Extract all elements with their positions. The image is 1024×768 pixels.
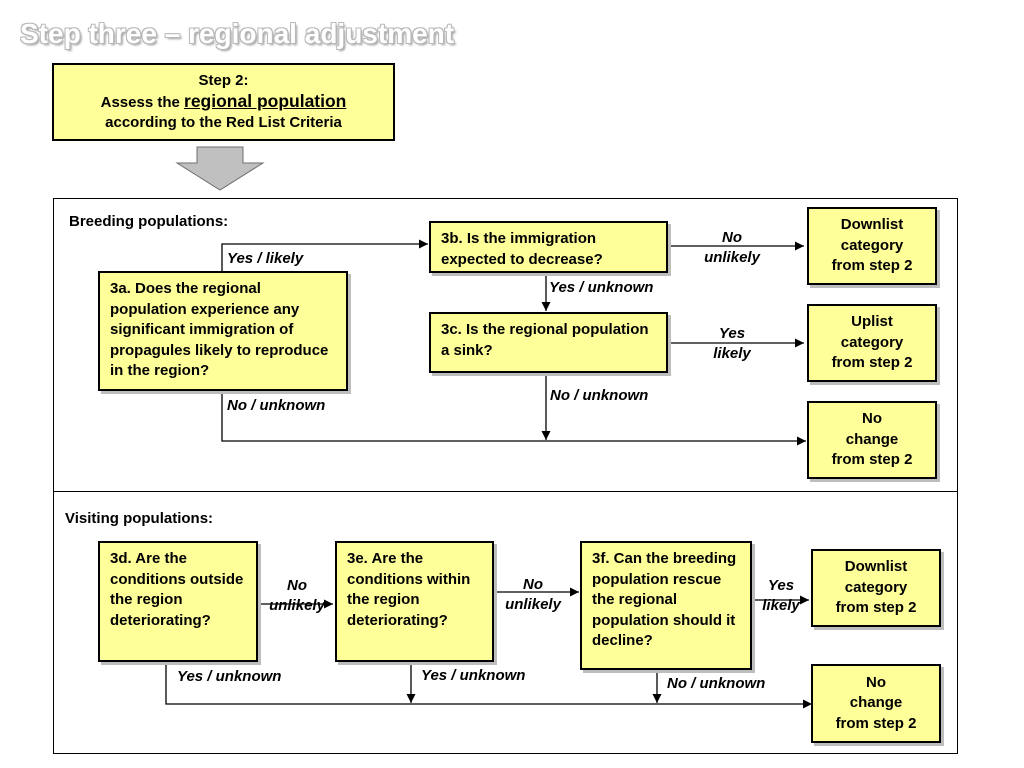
edge-label-3f-likely: likely <box>762 597 800 614</box>
outcome-line: category <box>840 333 904 351</box>
edge-label-3e-yes-unknown: Yes / unknown <box>421 667 526 684</box>
visiting-label: Visiting populations: <box>65 510 214 527</box>
outcome-line: category <box>840 236 904 254</box>
outcome-nochange-breeding: No change from step 2 <box>807 401 937 479</box>
outcome-line: category <box>844 578 908 596</box>
outcome-downlist-breeding: Downlist category from step 2 <box>807 207 937 285</box>
question-3b: 3b. Is the immigration expected to decre… <box>429 221 668 273</box>
edge-label-yes-likely: Yes / likely <box>227 250 304 267</box>
edge-label-3a-no-unknown: No / unknown <box>227 397 326 414</box>
question-3c: 3c. Is the regional population a sink? <box>429 312 668 373</box>
edge-label-3d-yes-unknown: Yes / unknown <box>177 668 282 685</box>
edge-3a-to-3b <box>221 239 428 272</box>
question-3e: 3e. Are the conditions within the region… <box>335 541 494 662</box>
edge-label-3c-no-unknown: No / unknown <box>550 387 649 404</box>
edge-label-3d-no: No <box>287 577 307 594</box>
outcome-nochange-visiting: No change from step 2 <box>811 664 941 743</box>
outcome-line: from step 2 <box>831 451 913 469</box>
edge-label-3e-unlikely: unlikely <box>505 596 561 613</box>
step2-line2-emphasis: regional population <box>184 91 347 111</box>
outcome-line: change <box>849 694 903 712</box>
edge-label-3e-no: No <box>523 576 543 593</box>
edge-label-3c-yes: Yes <box>718 325 746 342</box>
step2-box: Step 2: Assess the regional population a… <box>52 63 395 141</box>
outcome-line: Downlist <box>840 216 904 234</box>
edge-3d-to-nochange <box>165 662 812 709</box>
outcome-line: from step 2 <box>831 257 913 275</box>
question-3f: 3f. Can the breeding population rescue t… <box>580 541 752 670</box>
step2-line2-prefix: Assess the <box>100 94 185 111</box>
step2-line2: Assess the regional population <box>54 91 393 113</box>
question-3a: 3a. Does the regional population experie… <box>98 271 348 391</box>
down-block-arrow <box>175 146 265 191</box>
outcome-line: No <box>866 673 886 691</box>
edge-label-3f-no-unknown: No / unknown <box>667 675 766 692</box>
slide-title: Step three – regional adjustment <box>20 18 455 49</box>
breeding-label: Breeding populations: <box>69 213 229 230</box>
edge-3a-to-nochange <box>221 390 806 446</box>
question-3d: 3d. Are the conditions outside the regio… <box>98 541 258 662</box>
outcome-uplist-breeding: Uplist category from step 2 <box>807 304 937 382</box>
edge-label-3b-yes-unknown: Yes / unknown <box>549 279 654 296</box>
outcome-line: from step 2 <box>831 354 913 372</box>
edge-label-3f-yes: Yes <box>767 577 795 594</box>
edge-label-3b-unlikely: unlikely <box>704 249 760 266</box>
outcome-line: change <box>845 430 899 448</box>
edge-label-3b-no: No <box>722 229 742 246</box>
visiting-section <box>53 491 958 754</box>
outcome-line: from step 2 <box>835 714 917 732</box>
outcome-line: No <box>862 410 882 428</box>
step2-line3: according to the Red List Criteria <box>105 114 342 131</box>
edge-label-3c-likely: likely <box>713 345 751 362</box>
outcome-line: from step 2 <box>835 599 917 617</box>
step2-line1: Step 2: <box>198 72 249 89</box>
outcome-downlist-visiting: Downlist category from step 2 <box>811 549 941 627</box>
outcome-line: Uplist <box>851 313 893 331</box>
edge-label-3d-unlikely: unlikely <box>269 597 325 614</box>
outcome-line: Downlist <box>844 558 908 576</box>
